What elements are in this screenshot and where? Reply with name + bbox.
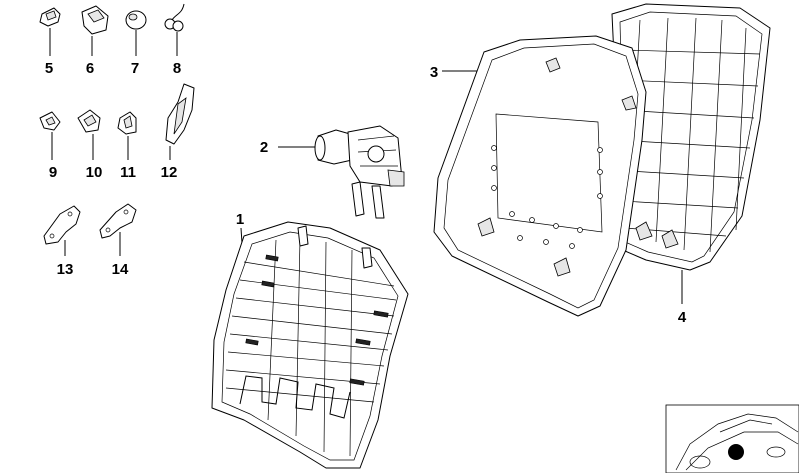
label-10: 10: [86, 164, 103, 181]
part-11-clip: [117, 111, 137, 160]
label-11: 11: [120, 164, 136, 181]
label-13: 13: [57, 261, 74, 278]
label-3: 3: [430, 64, 438, 81]
part-12-bracket: [165, 83, 195, 160]
label-12: 12: [161, 164, 178, 181]
part-13-plate: [43, 205, 81, 256]
label-6: 6: [86, 60, 94, 77]
part-3-backrest-pad: [433, 35, 647, 317]
part-2-mechanism: [278, 125, 405, 219]
part-14-plate: [99, 203, 137, 256]
part-9-clip: [39, 111, 61, 160]
part-5-clip: [39, 7, 61, 56]
label-9: 9: [49, 164, 57, 181]
part-10-clip: [77, 109, 101, 160]
car-location-thumbnail: [665, 404, 799, 473]
part-6-clip: [81, 5, 109, 56]
label-7: 7: [131, 60, 139, 77]
part-7-cap: [125, 10, 147, 56]
label-2: 2: [260, 139, 268, 156]
label-14: 14: [112, 261, 129, 278]
label-8: 8: [173, 60, 181, 77]
part-8-spring: [164, 3, 185, 56]
label-4: 4: [678, 309, 687, 326]
label-5: 5: [45, 60, 53, 77]
label-1: 1: [236, 211, 244, 228]
part-1-frame: [211, 221, 409, 469]
seat-location-marker-icon: [728, 444, 744, 460]
